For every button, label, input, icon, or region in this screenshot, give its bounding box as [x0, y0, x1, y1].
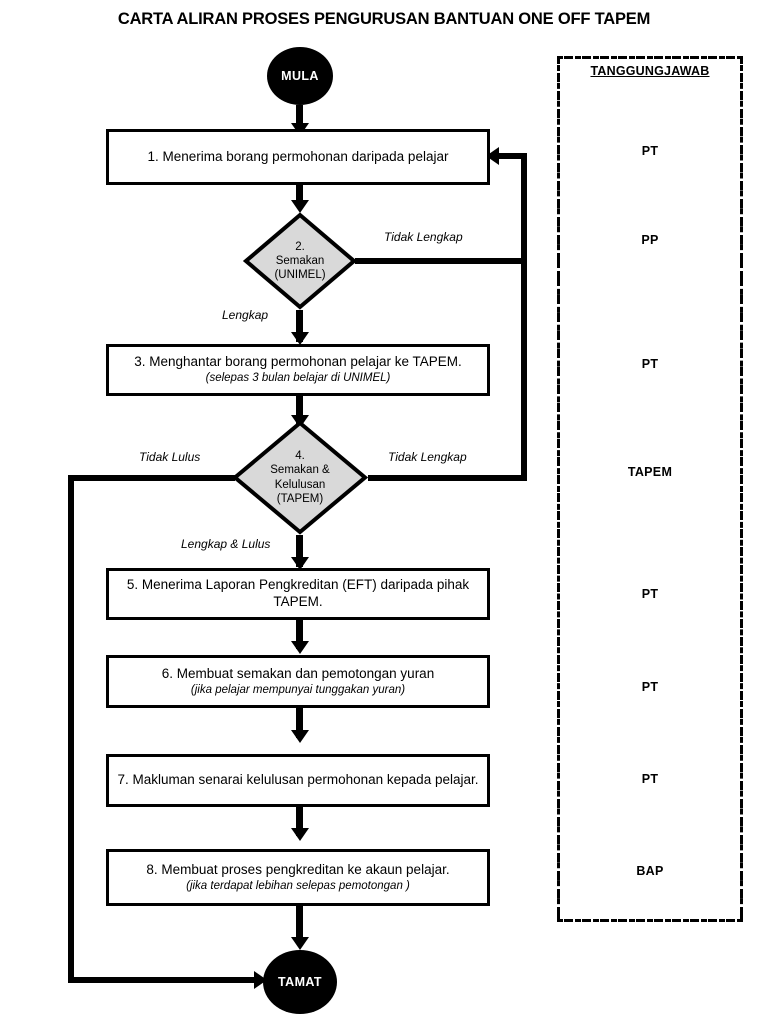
step-6-line2: (jika pelajar mempunyai tunggakan yuran) [190, 683, 406, 696]
arrowhead-step1-to-decision2 [291, 200, 309, 213]
edge-label-decision2-lengkap: Lengkap [222, 308, 269, 322]
connector-step8-to-end [296, 906, 303, 944]
responsibility-item-7: PT [641, 772, 659, 786]
decision-2-line2: Semakan [275, 254, 325, 267]
decision-2-shape [243, 212, 357, 310]
step-8-line1: 8. Membuat proses pengkreditan ke akaun … [146, 861, 450, 877]
decision-diamond-4: 4. Semakan & Kelulusan (TAPEM) [232, 420, 368, 535]
connector-step5-to-step6 [296, 620, 303, 649]
step-6-line1: 6. Membuat semakan dan pemotongan yuran [161, 665, 435, 681]
decision-4-label-group: 4. Semakan & Kelulusan (TAPEM) [232, 420, 368, 535]
decision-4-line4: (TAPEM) [276, 492, 324, 505]
connector-decision4-to-step5 [296, 535, 303, 567]
connector-decision4-tidak-lulus [68, 475, 235, 481]
decision-diamond-2: 2. Semakan (UNIMEL) [243, 212, 357, 310]
terminator-start-label: MULA [281, 69, 319, 83]
responsibility-item-5: PT [641, 587, 659, 601]
edge-label-decision4-tidak-lengkap: Tidak Lengkap [388, 450, 467, 464]
step-3-line2: (selepas 3 bulan belajar di UNIMEL) [205, 372, 391, 385]
step-1-line1: 1. Menerima borang permohonan daripada p… [147, 148, 449, 164]
terminator-start: MULA [267, 47, 333, 105]
responsibility-item-2: PP [641, 233, 659, 247]
process-box-step-1: 1. Menerima borang permohonan daripada p… [106, 129, 490, 185]
responsibility-item-6: PT [641, 680, 659, 694]
responsibility-item-8: BAP [636, 864, 664, 878]
responsibility-panel [557, 56, 743, 922]
responsibility-header: TANGGUNGJAWAB [590, 64, 710, 78]
connector-step7-to-step8 [296, 807, 303, 836]
step-3-line1: 3. Menghantar borang permohonan pelajar … [134, 354, 462, 370]
connector-start-to-step1 [296, 105, 303, 127]
edge-label-decision2-tidak-lengkap: Tidak Lengkap [384, 230, 463, 244]
responsibility-item-1: PT [641, 144, 659, 158]
process-box-step-3: 3. Menghantar borang permohonan pelajar … [106, 344, 490, 396]
decision-2-line1: 2. [295, 240, 305, 253]
arrowhead-step5-to-step6 [291, 641, 309, 654]
terminator-end-label: TAMAT [278, 975, 322, 989]
connector-loop-right-rail [521, 153, 527, 481]
edge-label-decision4-tidak-lulus: Tidak Lulus [139, 450, 201, 464]
arrowhead-step8-to-end [291, 937, 309, 950]
connector-loop-into-step1 [497, 153, 525, 159]
page-title: CARTA ALIRAN PROSES PENGURUSAN BANTUAN O… [117, 10, 651, 28]
arrowhead-step7-to-step8 [291, 828, 309, 841]
step-8-line2: (jika terdapat lebihan selepas pemotonga… [186, 879, 410, 892]
step-7-line1: 7. Makluman senarai kelulusan permohonan… [117, 772, 479, 788]
connector-step3-to-decision4 [296, 396, 303, 424]
connector-step1-to-decision2 [296, 185, 303, 207]
decision-2-line3: (UNIMEL) [274, 269, 326, 281]
decision-4-line2: Semakan & [270, 464, 330, 477]
edge-label-decision4-lengkap-lulus: Lengkap & Lulus [181, 537, 271, 551]
connector-decision4-tidak-lengkap [368, 475, 527, 481]
process-box-step-6: 6. Membuat semakan dan pemotongan yuran … [106, 655, 490, 708]
arrowhead-decision4-to-step5 [291, 557, 309, 570]
process-box-step-7: 7. Makluman senarai kelulusan permohonan… [106, 754, 490, 807]
responsibility-item-3: PT [641, 357, 659, 371]
step-5-line1: 5. Menerima Laporan Pengkreditan (EFT) d… [126, 577, 470, 609]
connector-left-rail [68, 475, 74, 983]
connector-decision2-to-step3 [296, 310, 303, 342]
arrowhead-step6-to-step7 [291, 730, 309, 743]
connector-left-rail-to-end [68, 977, 258, 983]
connector-decision2-tidak-lengkap [355, 258, 527, 264]
terminator-end: TAMAT [263, 950, 337, 1014]
process-box-step-8: 8. Membuat proses pengkreditan ke akaun … [106, 849, 490, 906]
decision-2-label-group: 2. Semakan (UNIMEL) [243, 212, 357, 310]
arrowhead-decision2-to-step3 [291, 332, 309, 345]
decision-4-shape [232, 420, 368, 535]
responsibility-item-4: TAPEM [627, 465, 673, 479]
decision-4-line3: Kelulusan [274, 478, 326, 491]
process-box-step-5: 5. Menerima Laporan Pengkreditan (EFT) d… [106, 568, 490, 620]
decision-4-line1: 4. [295, 450, 305, 463]
connector-step6-to-step7 [296, 708, 303, 738]
